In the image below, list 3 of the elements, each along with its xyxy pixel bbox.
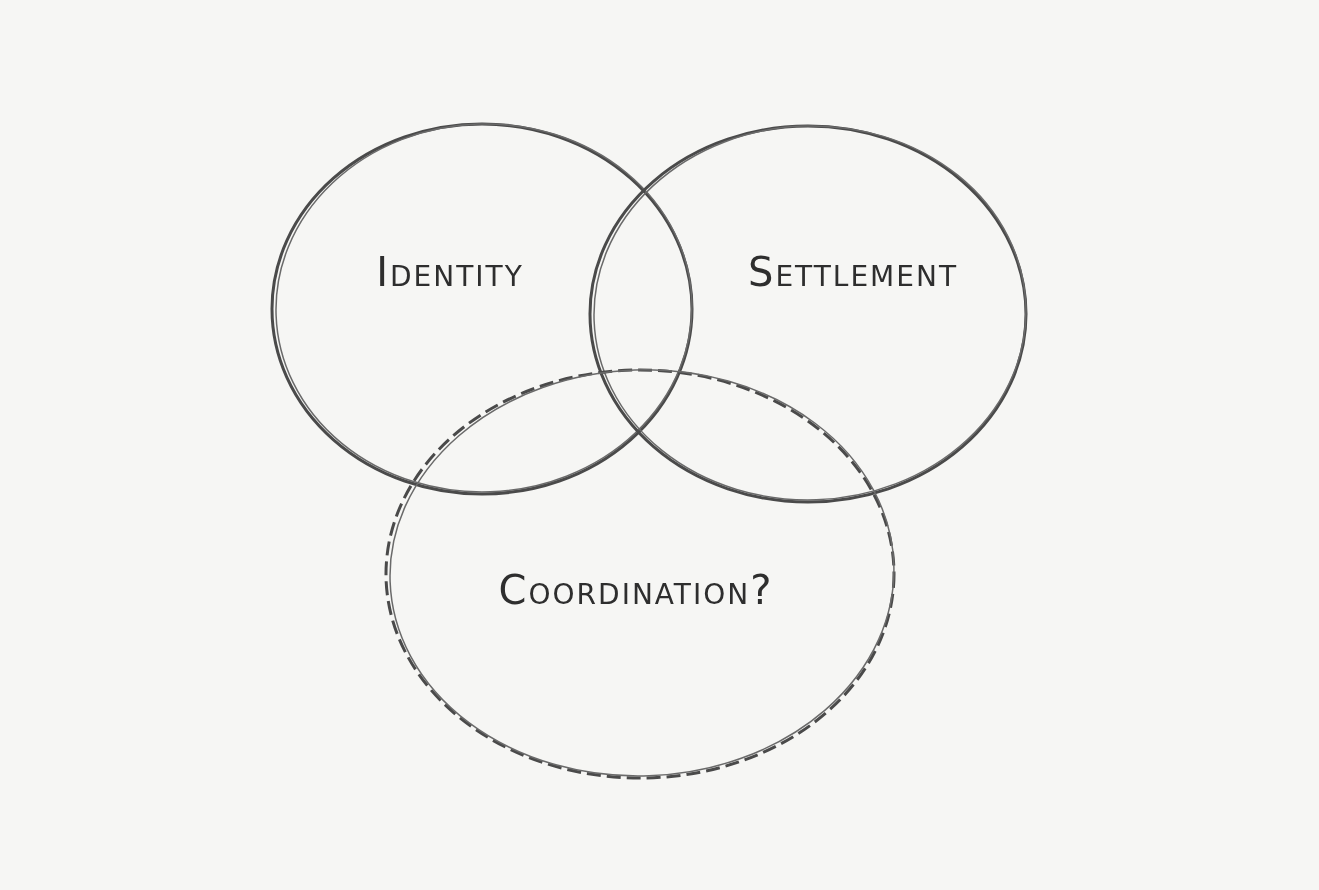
circle-label: Coordination? <box>498 567 774 613</box>
circle-label: Identity <box>376 249 524 295</box>
circle-label: Settlement <box>748 249 958 295</box>
